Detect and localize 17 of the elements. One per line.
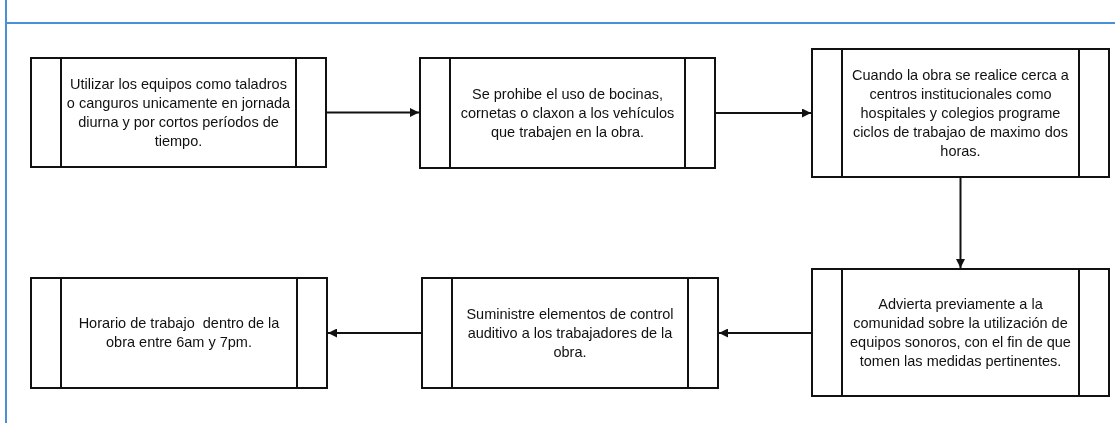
process-box <box>811 268 1110 397</box>
process-text: Se prohibe el uso de bocinas, cornetas o claxon a los vehículos que trabajen en la obra. <box>459 84 676 142</box>
arrow <box>718 328 812 338</box>
arrow <box>327 328 422 338</box>
process-box <box>30 57 327 168</box>
arrow <box>326 108 420 117</box>
arrow <box>956 177 965 269</box>
process-box <box>421 277 719 389</box>
process-box <box>811 48 1110 178</box>
process-text: Suministre elementos de control auditivo a los trabajadores de la obra. <box>465 304 675 362</box>
process-box <box>30 277 328 389</box>
process-text: Cuando la obra se realice cerca a centros institucionales como hospitales y colegios programe ciclos de trabajao de maximo dos horas. <box>851 65 1070 161</box>
process-text: Advierta previamente a la comunidad sobre la utilización de equipos sonoros, con el fin de que tomen las medidas pertinentes. <box>849 294 1072 371</box>
process-text: Utilizar los equipos como taladros o canguros unicamente en jornada diurna y por cortos períodos de tiempo. <box>66 74 291 151</box>
process-text: Horario de trabajo dentro de la obra entre 6am y 7pm. <box>77 314 281 352</box>
arrow <box>715 108 812 118</box>
process-box <box>419 57 716 169</box>
